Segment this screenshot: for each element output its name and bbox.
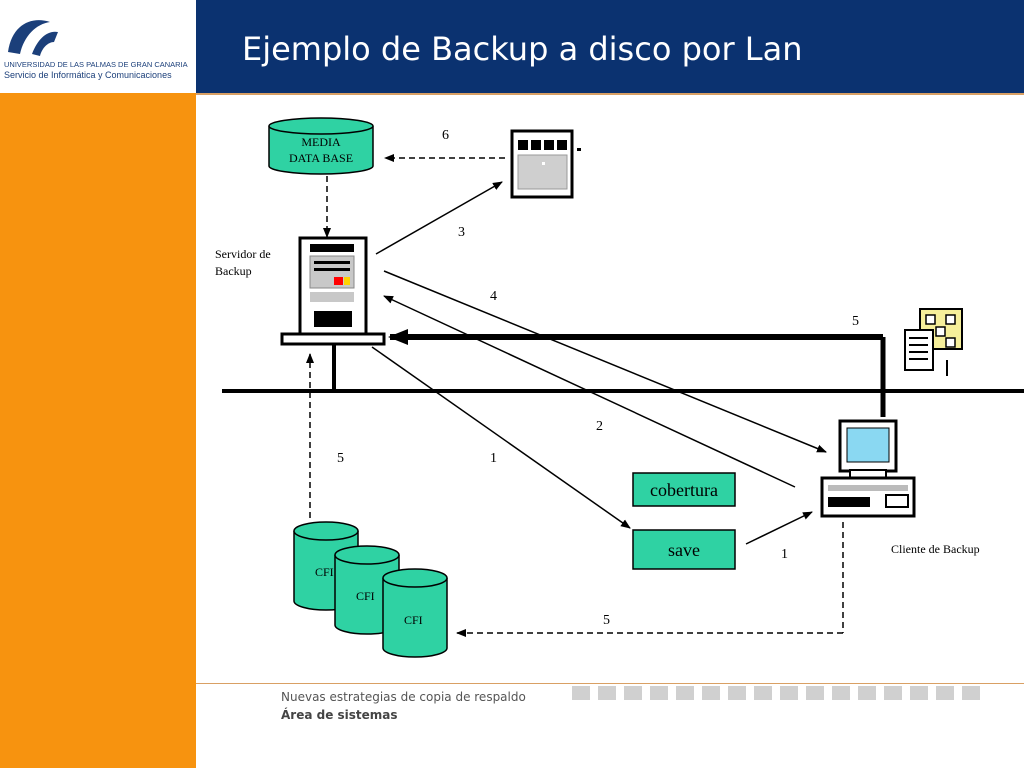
- step-label-3: 3: [458, 225, 465, 240]
- save-box: [632, 529, 736, 570]
- cfi-label-3: CFI: [404, 613, 423, 627]
- cfi-cylinder-3: [382, 568, 448, 658]
- cfi-label-2: CFI: [356, 589, 375, 603]
- page-title: Ejemplo de Backup a disco por Lan: [242, 30, 803, 68]
- logo-service-name: Servicio de Informática y Comunicaciones: [4, 70, 172, 80]
- backup-client-computer-icon: [820, 419, 916, 518]
- step-label-1-right: 1: [781, 547, 788, 562]
- title-divider: [196, 93, 1024, 95]
- step-label-5-left: 5: [337, 451, 344, 466]
- arrow-3: [375, 181, 503, 255]
- footer-decoration-squares: [572, 686, 980, 700]
- title-bar: [196, 0, 1024, 93]
- tape-library-icon: [510, 129, 581, 199]
- logo-university-name: UNIVERSIDAD DE LAS PALMAS DE GRAN CANARI…: [4, 60, 188, 69]
- university-logo-icon: [8, 20, 58, 56]
- arrow-1-to-save: [371, 346, 631, 529]
- step-label-4: 4: [490, 289, 497, 304]
- media-database-cylinder: [268, 117, 374, 175]
- step-label-6: 6: [442, 128, 449, 143]
- logo-area: UNIVERSIDAD DE LAS PALMAS DE GRAN CANARI…: [0, 0, 196, 93]
- footer-subtitle: Nuevas estrategias de copia de respaldo: [281, 690, 526, 704]
- backup-server-icon: [280, 236, 386, 391]
- client-label: Cliente de Backup: [891, 542, 980, 556]
- cobertura-label: cobertura: [650, 480, 718, 500]
- files-icon: [904, 308, 963, 376]
- server-label-line2: Backup: [215, 264, 252, 278]
- cfi-label-1: CFI: [315, 565, 334, 579]
- step-label-1-center: 1: [490, 451, 497, 466]
- arrow-2: [383, 270, 827, 453]
- arrow-1-save-to-client: [745, 511, 813, 545]
- media-db-label-line2: DATA BASE: [289, 151, 353, 165]
- footer-divider: [196, 683, 1024, 684]
- save-label: save: [668, 540, 700, 560]
- media-db-label-line1: MEDIA: [301, 135, 341, 149]
- arrow-4: [383, 295, 796, 488]
- sidebar-decoration: [0, 93, 196, 768]
- step-label-2: 2: [596, 419, 603, 434]
- step-label-5-bottom: 5: [603, 613, 610, 628]
- footer-department: Área de sistemas: [281, 708, 398, 722]
- step-label-5-top: 5: [852, 314, 859, 329]
- server-label-line1: Servidor de: [215, 247, 271, 261]
- cobertura-box: [632, 472, 736, 507]
